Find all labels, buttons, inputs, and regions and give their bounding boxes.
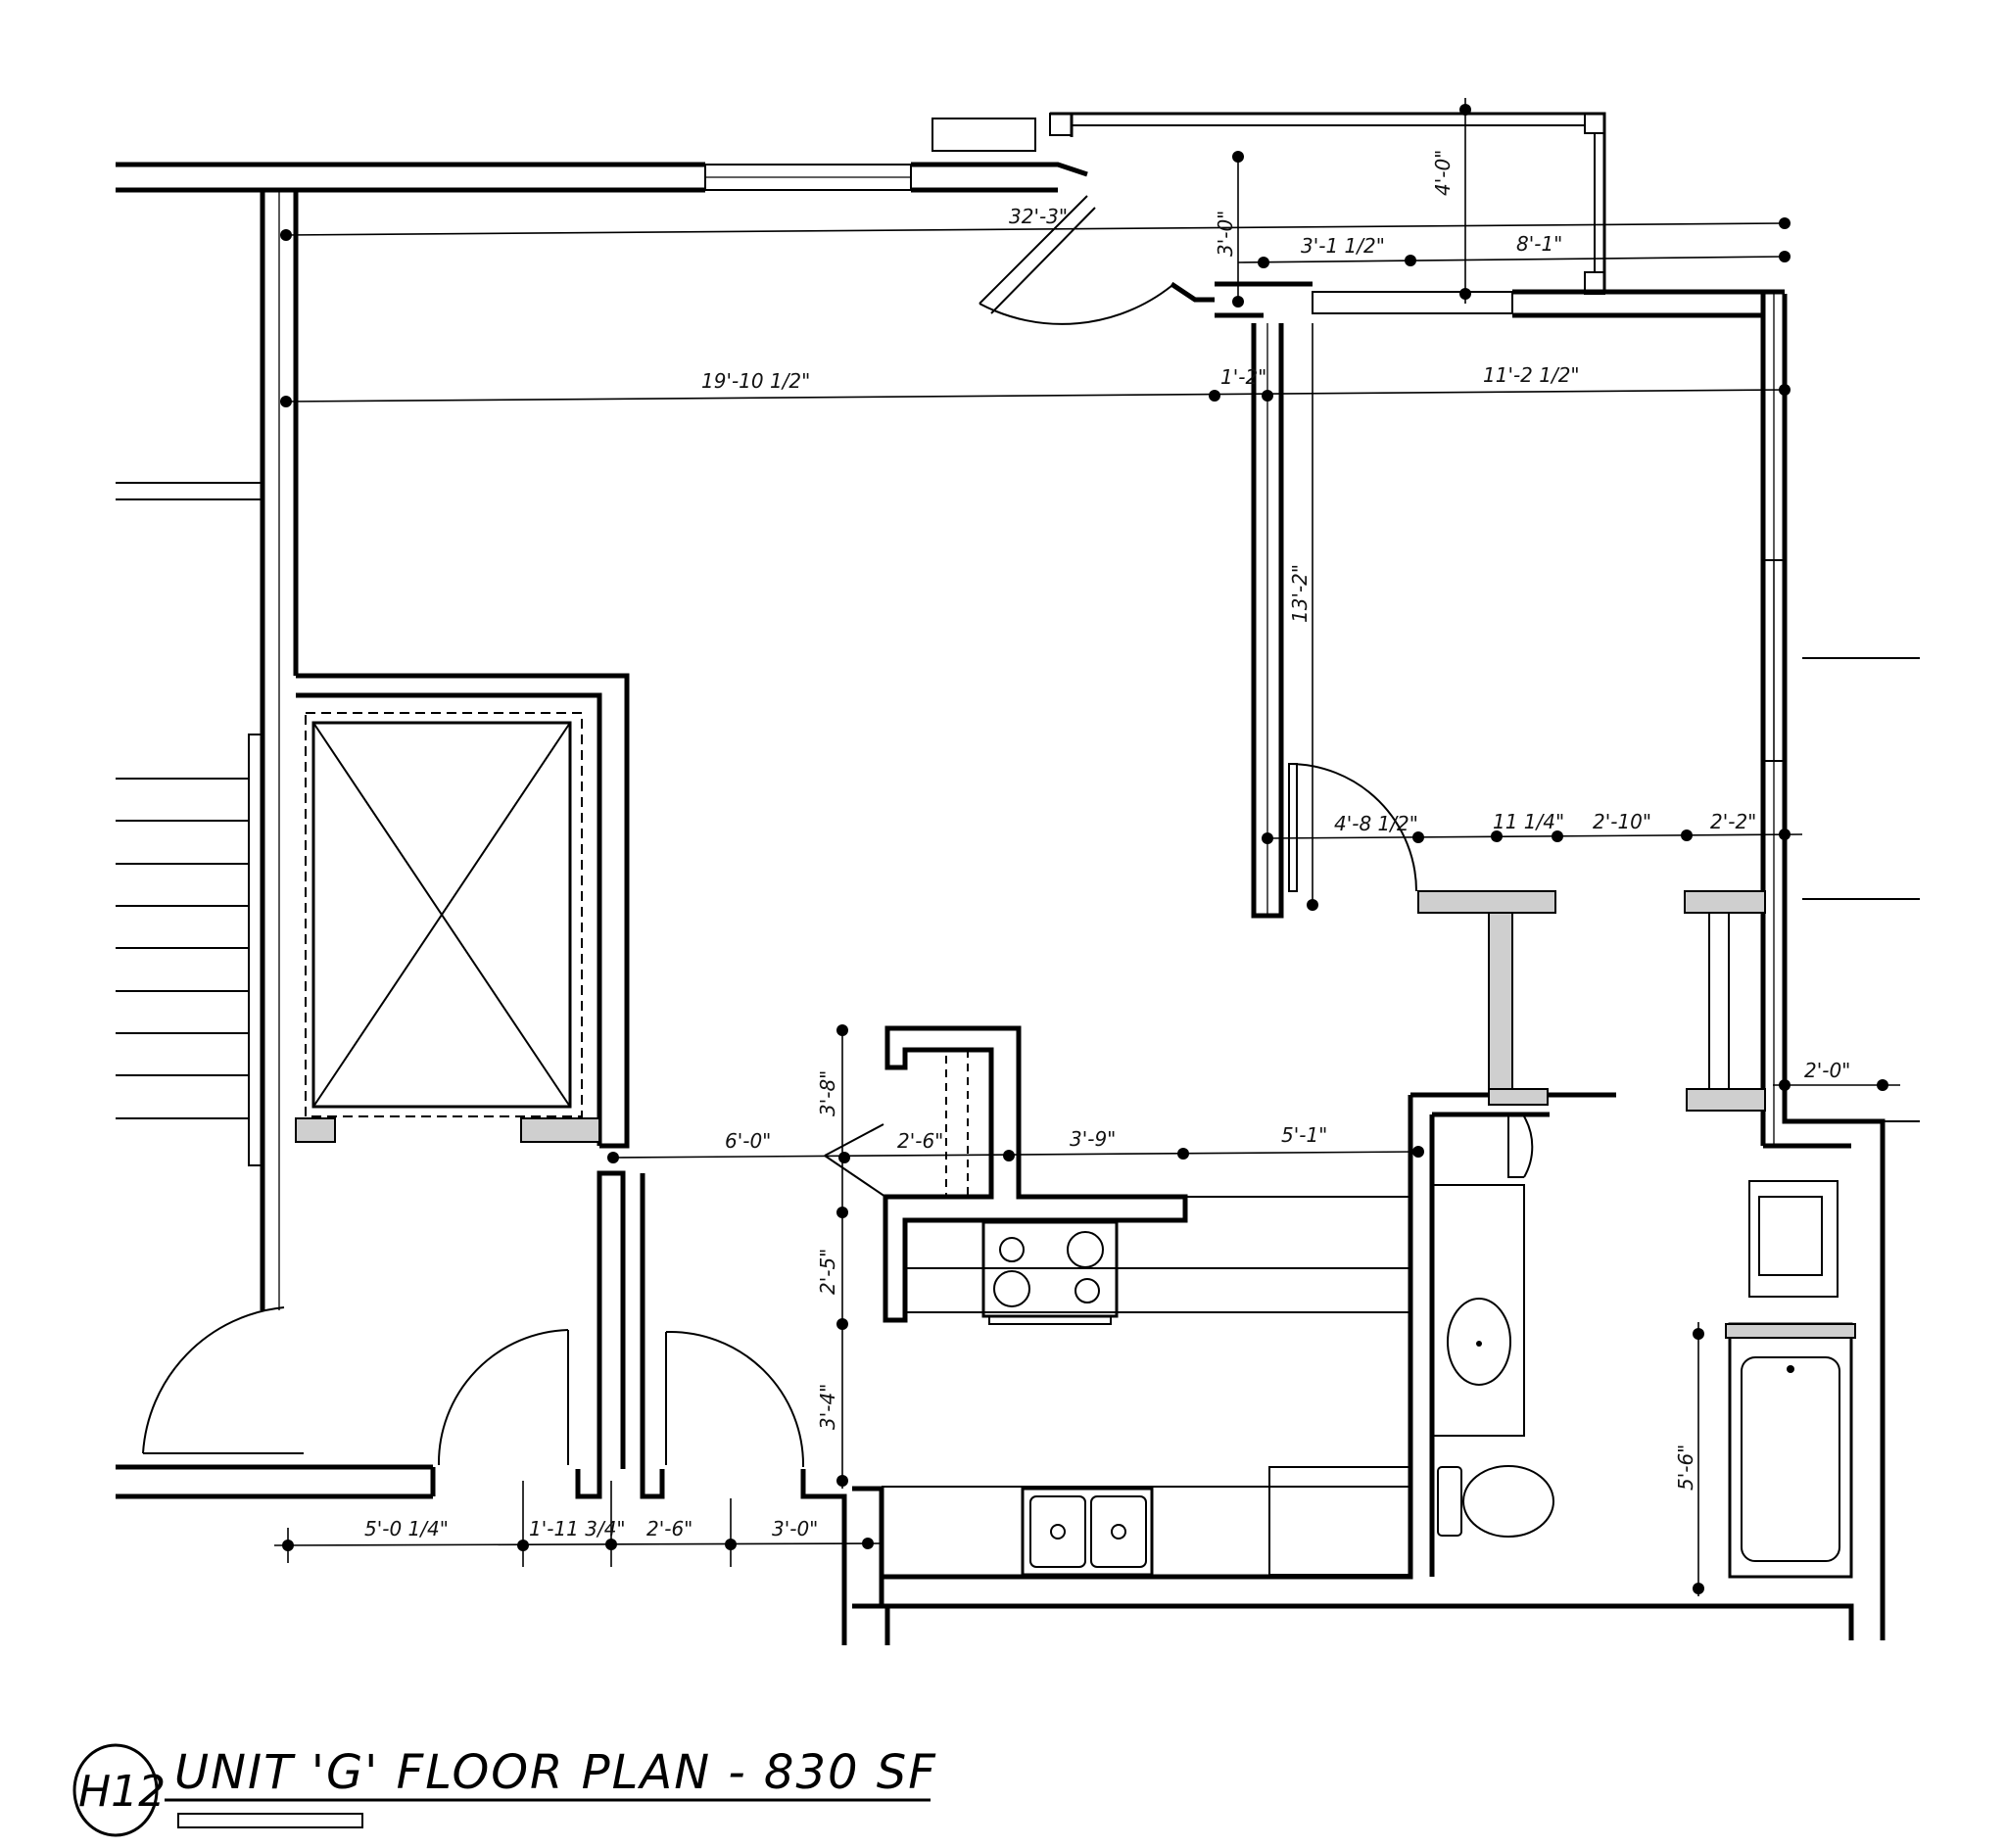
exterior-walls bbox=[116, 112, 1920, 1645]
dim-bath-depth: 5'-6" bbox=[1674, 1445, 1697, 1491]
dim-entry-seg-1: 5'-0 1/4" bbox=[364, 1517, 449, 1540]
range-icon bbox=[981, 1220, 1119, 1325]
dim-kitchen-seg-1: 6'-0" bbox=[725, 1129, 771, 1153]
balcony bbox=[1049, 112, 1606, 295]
dim-entry-seg-2: 1'-11 3/4" bbox=[529, 1517, 626, 1540]
dim-kitchen-depth-bot: 3'-4" bbox=[816, 1384, 839, 1430]
dim-entry-seg-3: 2'-6" bbox=[646, 1517, 693, 1540]
exterior-stair-lines bbox=[116, 482, 263, 1119]
dim-living-width: 19'-10 1/2" bbox=[701, 369, 810, 393]
toilet-icon bbox=[1437, 1465, 1554, 1538]
plan-title: UNIT 'G' FLOOR PLAN - 830 SF bbox=[174, 1745, 937, 1800]
washer-dryer-icon bbox=[1748, 1180, 1839, 1298]
dim-kitchen-seg-4: 5'-1" bbox=[1281, 1123, 1327, 1147]
sheet-id: H12 bbox=[78, 1767, 166, 1817]
closet-x-box bbox=[305, 712, 583, 1117]
dim-balcony-seg-1: 3'-1 1/2" bbox=[1301, 234, 1385, 258]
dim-bed-door-3: 2'-10" bbox=[1593, 810, 1651, 833]
dim-kitchen-seg-3: 3'-9" bbox=[1070, 1127, 1116, 1151]
kitchen-sink-icon bbox=[1021, 1487, 1154, 1577]
dimension-lines bbox=[273, 98, 1900, 1596]
hvac-unit bbox=[931, 118, 1036, 152]
dim-overall-width: 32'-3" bbox=[1009, 205, 1068, 228]
dim-kitchen-seg-2: 2'-6" bbox=[897, 1129, 943, 1153]
dim-bed-door-4: 2'-2" bbox=[1710, 810, 1756, 833]
dim-bed-door-1: 4'-8 1/2" bbox=[1334, 812, 1418, 835]
dim-entry-seg-4: 3'-0" bbox=[772, 1517, 818, 1540]
dim-bedroom-depth: 13'-2" bbox=[1288, 564, 1312, 623]
interior-walls bbox=[295, 323, 1766, 1577]
vanity-icon bbox=[1431, 1184, 1525, 1437]
dim-bath-wall: 2'-0" bbox=[1804, 1059, 1850, 1082]
dim-kitchen-depth-top: 3'-8" bbox=[816, 1070, 839, 1116]
window-bedroom-top bbox=[1312, 291, 1513, 314]
dim-bedroom-width: 11'-2 1/2" bbox=[1483, 363, 1580, 387]
dim-wall-gap: 1'-2" bbox=[1220, 365, 1266, 389]
title-block: H12 UNIT 'G' FLOOR PLAN - 830 SF bbox=[72, 1743, 937, 1837]
bathtub-icon bbox=[1725, 1322, 1856, 1579]
dim-balcony-depth: 4'-0" bbox=[1431, 150, 1455, 196]
dim-kitchen-depth-mid: 2'-5" bbox=[816, 1249, 839, 1295]
dim-bed-door-2: 11 1/4" bbox=[1493, 810, 1564, 833]
window-left bbox=[248, 734, 263, 1166]
sheet-id-circle bbox=[72, 1743, 159, 1837]
dim-balcony-seg-2: 8'-1" bbox=[1516, 232, 1562, 256]
dishwasher-icon bbox=[1268, 1466, 1411, 1576]
doors bbox=[142, 195, 1534, 1468]
fixtures bbox=[981, 1180, 1856, 1579]
dimension-labels: 32'-3" 4'-0" 3'-0" 3'-1 1/2" 8'-1" 19'-1… bbox=[364, 150, 1850, 1540]
dim-balcony-door-offset: 3'-0" bbox=[1214, 211, 1237, 257]
